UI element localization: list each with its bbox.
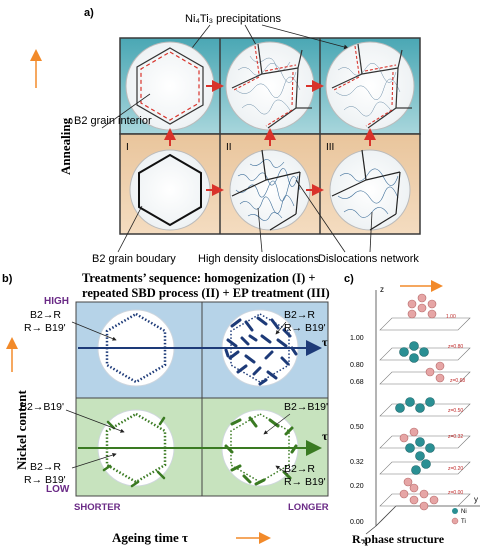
panel-b-label: b): [2, 273, 13, 285]
tick-0-00: 0.00: [350, 519, 364, 526]
panel-c-label: c): [344, 273, 354, 285]
sequence-line-2: repeated SBD process (II) + EP treatment…: [82, 286, 330, 300]
tau-bottom: τ: [322, 429, 328, 443]
tr-line-1: B2→R: [284, 309, 315, 321]
annealing-axis-label: Annealing: [58, 117, 73, 175]
br-line-1: B2→R: [284, 463, 315, 475]
panel-c: c) z x y 1.00 0.80 0.68 0.50 0.32 0.20 0…: [344, 273, 480, 546]
r-phase-title: R-phase structure: [352, 532, 445, 546]
tick-1-00: 1.00: [350, 335, 364, 342]
layer-0-80: z=0.80: [448, 344, 463, 350]
layer-0-50: z=0.50: [448, 408, 463, 414]
stage-III-label: III: [326, 142, 334, 153]
stage-II-label: II: [226, 142, 232, 153]
ml-label: B2→B19': [20, 401, 64, 413]
high-label: HIGH: [44, 296, 69, 307]
axis-y: y: [474, 495, 478, 504]
panel-b: b) Nickel content HIGH LOW: [2, 273, 329, 545]
initial-grain-I: [129, 149, 211, 231]
legend-ni-swatch: [452, 508, 458, 514]
bl-line-2: R→ B19': [24, 474, 66, 486]
high-density-label: High density dislocations: [198, 253, 320, 265]
sequence-line-1: Treatments’ sequence: homogenization (I)…: [82, 271, 315, 285]
precipitates-label: Ni₄Ti₃ precipitations: [185, 13, 281, 25]
initial-grain-II: [229, 149, 311, 231]
layer-0-68: z=0.68: [450, 378, 465, 384]
layer-0-00: z=0.00: [448, 490, 463, 496]
annealed-grain-II: [225, 41, 315, 131]
tick-0-80: 0.80: [350, 362, 364, 369]
layer-0-20: z=0.20: [448, 466, 463, 472]
axis-z: z: [380, 285, 384, 294]
low-label: LOW: [46, 484, 70, 495]
grain-interior-label: B2 grain interior: [74, 115, 152, 127]
tick-0-32: 0.32: [350, 459, 364, 466]
legend-ti-swatch: [451, 517, 459, 525]
ageing-axis-label: Ageing time τ: [112, 530, 188, 545]
tick-0-50: 0.50: [350, 424, 364, 431]
legend-ni: Ni: [461, 509, 467, 515]
initial-grain-III: [329, 149, 411, 231]
annealed-grain-III: [325, 41, 415, 131]
tick-0-20: 0.20: [350, 483, 364, 490]
longer-label: LONGER: [288, 502, 329, 513]
atoms: [395, 293, 445, 511]
tl-line-2: R→ B19': [24, 322, 66, 334]
panel-a: a) Ni₄Ti₃ precipitations Annealing: [30, 7, 443, 300]
tr-line-2: R→ B19': [284, 322, 326, 334]
tau-top: τ: [322, 335, 328, 349]
grain-boundary-label: B2 grain boudary: [92, 253, 176, 265]
bl-line-1: B2→R: [30, 461, 61, 473]
br-line-2: R→ B19': [284, 476, 326, 488]
layer-1-00: 1.00: [446, 314, 456, 320]
stage-I-label: I: [126, 142, 129, 153]
panel-a-label: a): [84, 7, 94, 19]
mr-label: B2→B19': [284, 401, 328, 413]
legend-ti: Ti: [461, 519, 466, 525]
nickel-axis-label: Nickel content: [14, 390, 29, 470]
layer-0-32: z=0.32: [448, 434, 463, 440]
tl-line-1: B2→R: [30, 309, 61, 321]
axis-x: x: [362, 537, 366, 546]
shorter-label: SHORTER: [74, 502, 121, 513]
network-label: Dislocations network: [318, 253, 419, 265]
tick-0-68: 0.68: [350, 379, 364, 386]
